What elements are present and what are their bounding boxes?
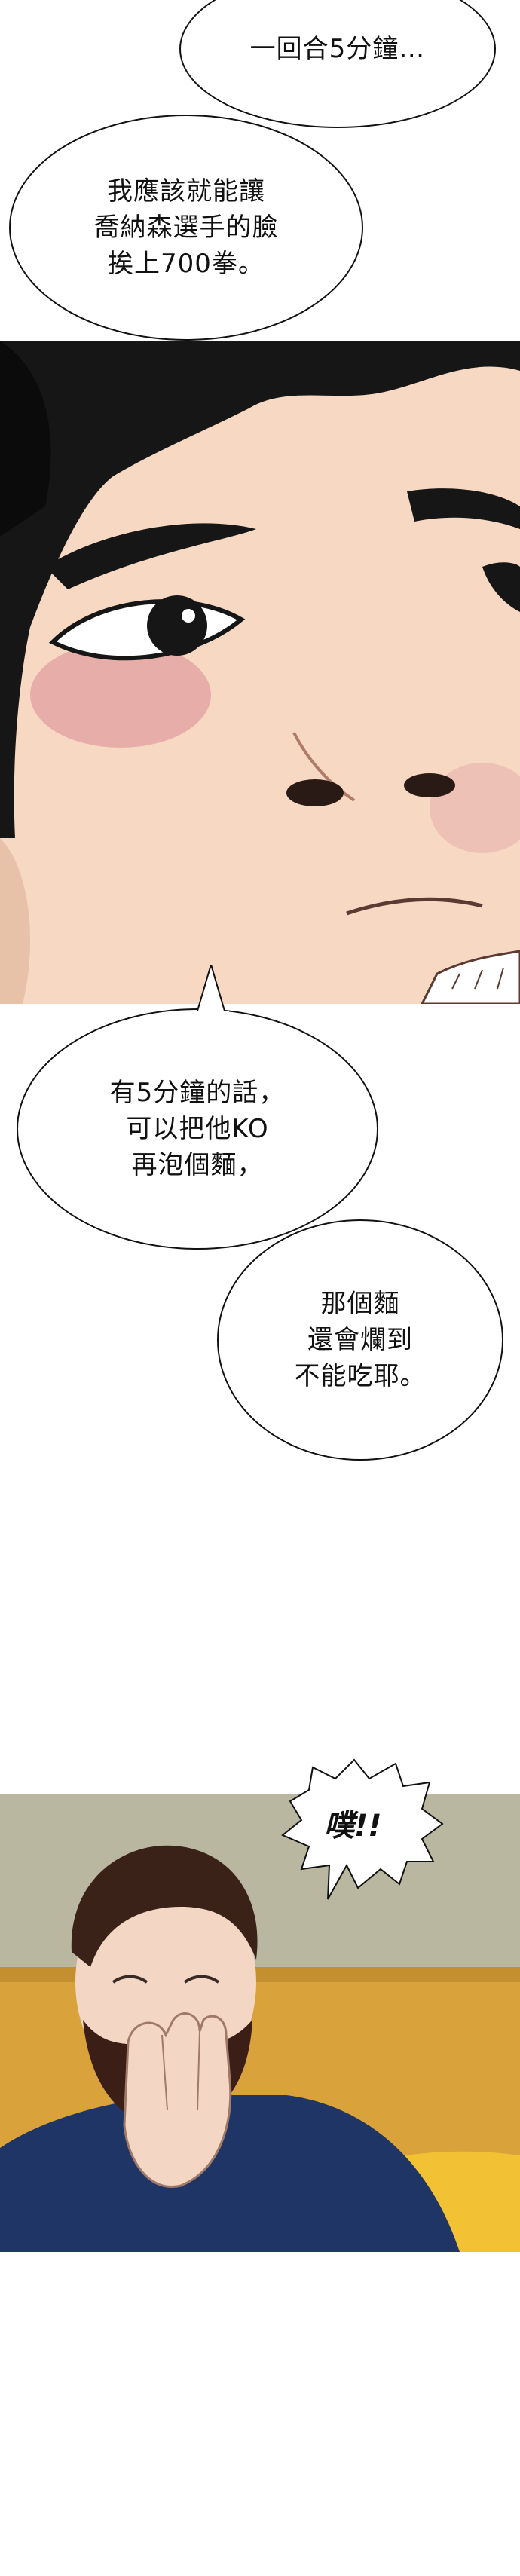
bubble-text-ko-noodles: 有5分鐘的話， 可以把他KO 再泡個麵， <box>109 1078 286 1180</box>
speech-bubble-700-punches: 我應該就能讓 喬納森選手的臉 挨上700拳。 <box>9 115 363 341</box>
burst-bubble <box>281 1758 444 1900</box>
bubble-text-700-punches: 我應該就能讓 喬納森選手的臉 挨上700拳。 <box>93 176 279 279</box>
speech-bubble-one-round: 一回合5分鐘… <box>179 0 496 128</box>
closeup-face-illustration <box>0 341 520 1004</box>
bubble-text-noodles-soggy: 那個麵 還會爛到 不能吃耶。 <box>294 1289 427 1391</box>
bubble-tail-kO <box>194 965 229 1017</box>
bubble-text-one-round: 一回合5分鐘… <box>249 34 426 64</box>
burst-bubble-text: 噗!! <box>324 1809 382 1843</box>
speech-bubble-ko-noodles: 有5分鐘的話， 可以把他KO 再泡個麵， <box>17 1008 378 1250</box>
speech-bubble-noodles-soggy: 那個麵 還會爛到 不能吃耶。 <box>217 1219 503 1461</box>
bearded-man-illustration <box>0 1794 520 2252</box>
panel-bearded-man <box>0 1794 520 2252</box>
panel-closeup-face <box>0 341 520 1004</box>
